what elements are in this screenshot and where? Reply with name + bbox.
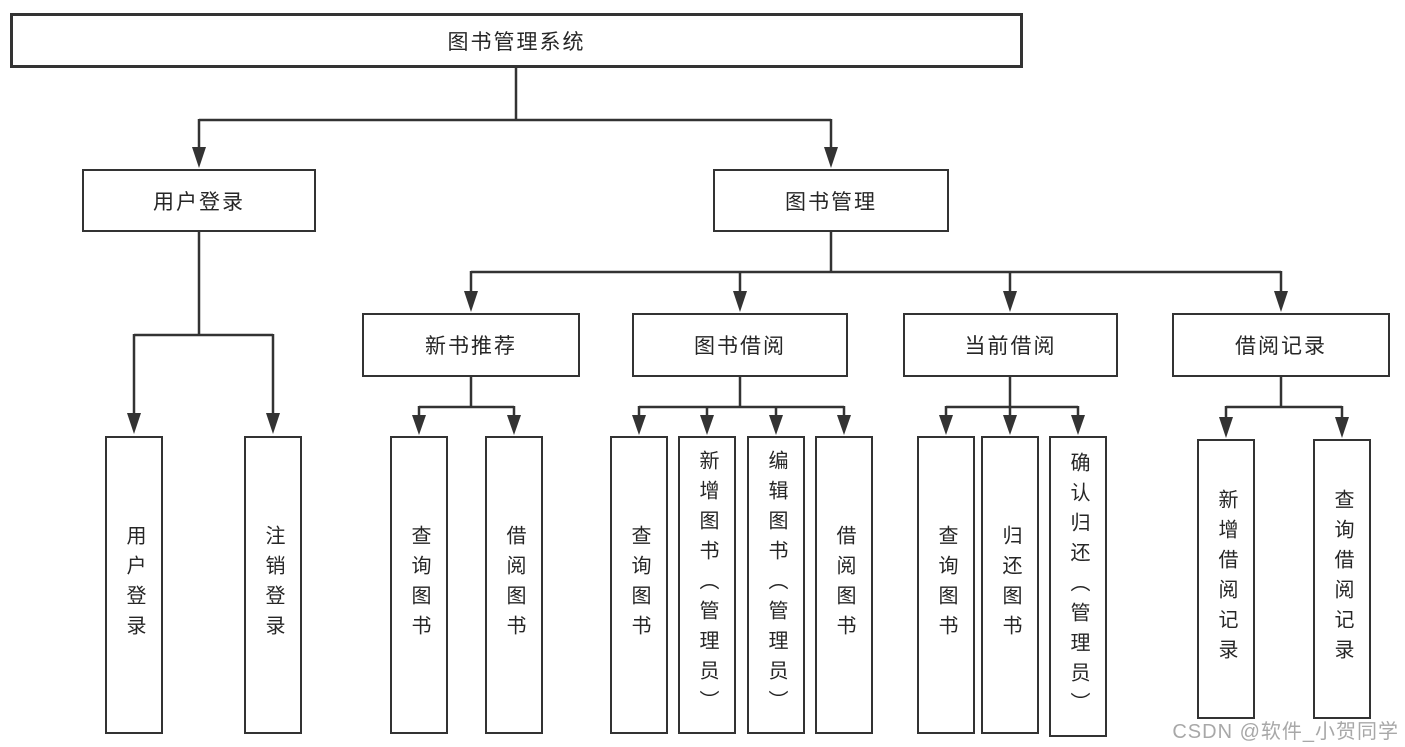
leaf-borrow-books-recommend: 借阅图书	[485, 436, 543, 734]
node-borrow-records: 借阅记录	[1172, 313, 1390, 377]
connector-book-borrowing-to-leaves	[632, 377, 851, 435]
node-new-book-recommend: 新书推荐	[362, 313, 580, 377]
leaf-add-borrow-record: 新增借阅记录	[1197, 439, 1255, 719]
leaf-query-books-recommend: 查询图书	[390, 436, 448, 734]
leaf-query-books-borrowing: 查询图书	[610, 436, 668, 734]
connector-root-to-level2	[192, 68, 838, 168]
leaf-query-books-current: 查询图书	[917, 436, 975, 734]
connector-borrow-records-to-leaves	[1219, 377, 1349, 438]
leaf-confirm-return-admin: 确认归还（管理员）	[1049, 436, 1107, 737]
leaf-user-login: 用户登录	[105, 436, 163, 734]
leaf-return-books: 归还图书	[981, 436, 1039, 734]
leaf-add-books-admin: 新增图书（管理员）	[678, 436, 736, 734]
csdn-watermark: CSDN @软件_小贺同学	[1172, 721, 1399, 743]
connector-user-login-to-leaves	[127, 232, 280, 434]
node-root: 图书管理系统	[10, 13, 1023, 68]
leaf-query-borrow-record: 查询借阅记录	[1313, 439, 1371, 719]
node-user-login: 用户登录	[82, 169, 316, 232]
leaf-borrow-books-borrowing: 借阅图书	[815, 436, 873, 734]
connector-new-book-recommend-to-leaves	[412, 377, 521, 435]
connector-current-borrowing-to-leaves	[939, 377, 1085, 435]
node-current-borrowing: 当前借阅	[903, 313, 1118, 377]
leaf-edit-books-admin: 编辑图书（管理员）	[747, 436, 805, 734]
node-book-borrowing: 图书借阅	[632, 313, 848, 377]
node-book-management: 图书管理	[713, 169, 949, 232]
leaf-logout: 注销登录	[244, 436, 302, 734]
connector-book-management-to-level3	[464, 232, 1288, 312]
